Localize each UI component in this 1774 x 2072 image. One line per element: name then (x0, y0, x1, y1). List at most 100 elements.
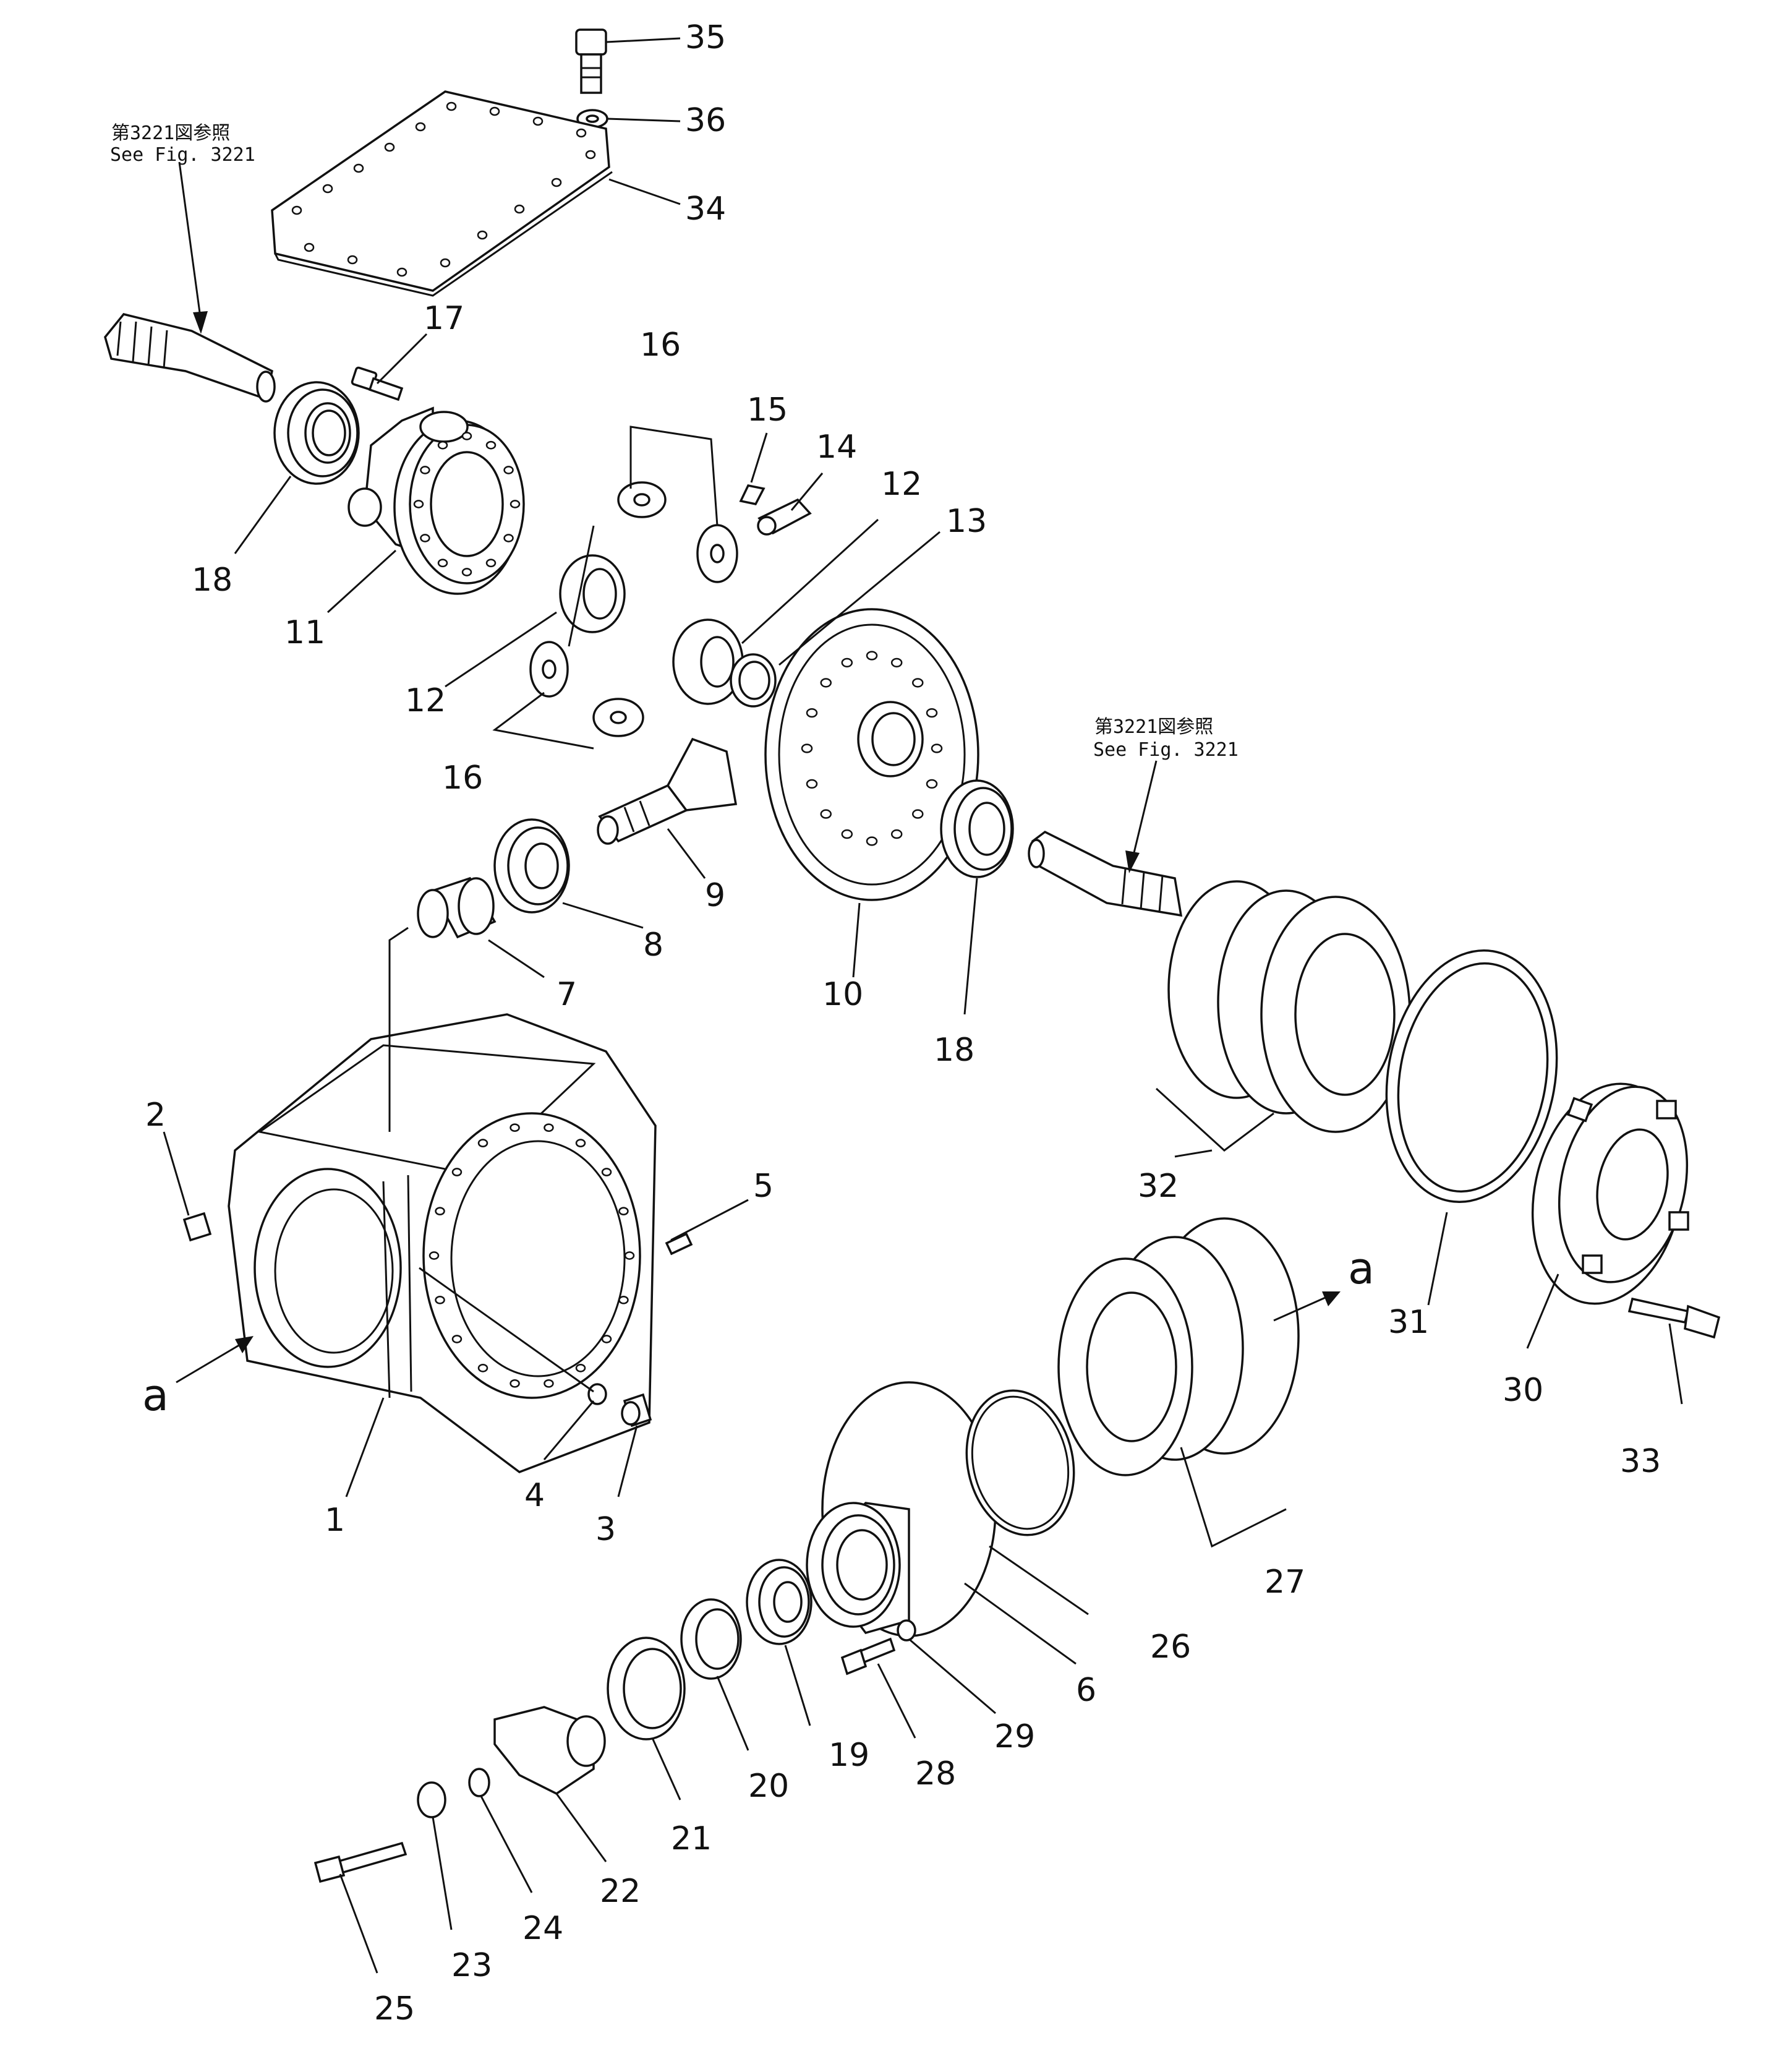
label-part-11: 11 (284, 614, 325, 651)
bolt-hole (890, 829, 903, 839)
bolt-hole (510, 1379, 520, 1388)
bolt-hole (429, 1251, 440, 1260)
label-part-24: 24 (522, 1910, 563, 1947)
part-15-pin (739, 484, 765, 505)
part-23-washer (417, 1781, 446, 1818)
label-part-34: 34 (685, 191, 726, 228)
reference-left-jp: 第3221図参照 (111, 122, 230, 144)
part-32-shims (1167, 880, 1411, 1133)
bolt-hole (544, 1379, 554, 1388)
part-18-bearing-right (940, 779, 1014, 878)
part-30-retainer (1531, 1082, 1689, 1305)
part-24-o-ring (468, 1768, 490, 1797)
part-20-bearing (680, 1598, 742, 1680)
bolt-hole (576, 128, 587, 138)
label-part-12-left: 12 (405, 682, 446, 719)
bolt-hole (322, 184, 333, 194)
bolt-hole (437, 440, 448, 450)
label-part-7: 7 (557, 976, 577, 1013)
left-shaft (104, 313, 276, 403)
label-part-16-lower: 16 (442, 760, 483, 797)
bolt-hole (890, 657, 903, 668)
label-part-29: 29 (994, 1718, 1035, 1755)
label-part-22: 22 (600, 1873, 641, 1910)
bolt-hole (806, 779, 818, 789)
view-mark-a-left: a (142, 1370, 169, 1421)
bolt-hole (514, 204, 525, 214)
bolt-hole (461, 432, 472, 440)
bolt-hole (820, 678, 832, 688)
bolt-hole (435, 1207, 445, 1216)
label-part-28: 28 (915, 1755, 956, 1792)
label-part-18-left: 18 (192, 562, 232, 599)
bolt-hole (485, 440, 497, 450)
bolt-hole (440, 258, 451, 268)
label-part-25: 25 (374, 1990, 415, 2027)
label-part-35: 35 (685, 19, 726, 56)
label-part-4: 4 (524, 1477, 545, 1514)
bolt-hole (866, 651, 878, 661)
bolt-hole (551, 178, 562, 187)
bolt-hole (489, 106, 500, 116)
bolt-hole (291, 205, 302, 215)
label-part-2: 2 (145, 1097, 166, 1134)
part-11-diff-case (348, 406, 525, 595)
bolt-hole (437, 559, 448, 568)
leader-lines (163, 37, 1683, 1974)
label-part-3: 3 (595, 1511, 616, 1548)
part-10-ring-gear (764, 608, 979, 901)
label-part-32: 32 (1138, 1168, 1179, 1205)
label-part-18-right: 18 (934, 1032, 974, 1069)
part-13-washer (730, 653, 777, 708)
part-8-bearing (493, 818, 570, 914)
bolt-hole (575, 1139, 586, 1147)
bolt-hole (532, 116, 544, 126)
bolt-hole (477, 1364, 488, 1372)
part-28-bolt (840, 1637, 896, 1676)
bolt-hole (451, 1335, 463, 1343)
label-part-9: 9 (705, 877, 725, 914)
label-part-21: 21 (671, 1820, 712, 1857)
part-35-bolt (575, 28, 607, 94)
part-5-pin (665, 1232, 693, 1256)
bolt-hole (477, 230, 488, 240)
label-part-33: 33 (1620, 1443, 1661, 1480)
label-part-10: 10 (822, 976, 863, 1013)
bolt-hole (503, 534, 514, 542)
label-part-31: 31 (1388, 1304, 1429, 1341)
label-part-8: 8 (643, 927, 663, 964)
bolt-hole (618, 1295, 629, 1304)
bolt-hole (820, 809, 832, 819)
label-part-12-right: 12 (881, 466, 922, 503)
part-4-washer (587, 1383, 607, 1405)
bolt-hole (544, 1123, 554, 1132)
label-part-23: 23 (451, 1947, 492, 1984)
part-27-shims (1057, 1217, 1300, 1476)
part-29-washer (897, 1619, 916, 1642)
bolt-hole (353, 163, 364, 173)
part-3-plug (621, 1393, 652, 1428)
part-14-shaft (757, 498, 812, 536)
part-34-cover (271, 90, 613, 297)
bolt-hole (451, 1168, 463, 1176)
part-19-bearing (746, 1559, 812, 1645)
bolt-hole (461, 568, 472, 576)
bolt-hole (510, 500, 521, 508)
part-12-side-gear-left (559, 554, 626, 633)
label-part-13: 13 (946, 503, 987, 540)
label-part-27: 27 (1264, 1564, 1305, 1601)
bolt-hole (413, 500, 424, 508)
reference-right-en: See Fig. 3221 (1093, 739, 1239, 761)
part-16-pinion-lower-b (592, 698, 644, 737)
bolt-hole (801, 743, 813, 753)
bolt-hole (420, 534, 430, 542)
view-mark-a-right: a (1348, 1243, 1375, 1294)
part-25-bolt (313, 1841, 407, 1883)
part-7-collar (417, 876, 497, 939)
label-part-14: 14 (816, 429, 857, 466)
bolt-hole (446, 101, 457, 111)
label-part-15: 15 (747, 392, 788, 429)
label-part-17: 17 (424, 300, 464, 337)
bolt-hole (926, 708, 938, 718)
